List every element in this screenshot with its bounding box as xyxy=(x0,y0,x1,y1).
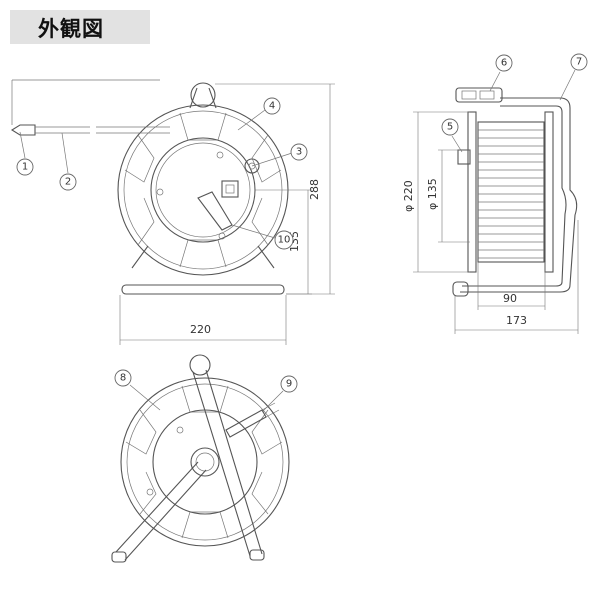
hub-height-dim-line xyxy=(255,189,312,295)
front-screw xyxy=(218,232,226,240)
front-hub xyxy=(150,137,256,243)
front-stand-base xyxy=(121,284,285,295)
callout-bubbles: 1 2 3 4 5 6 7 8 9 10 xyxy=(16,53,588,393)
leader-4 xyxy=(237,109,266,131)
leader-7 xyxy=(559,69,576,101)
side-handle-frame xyxy=(460,97,578,293)
side-cable-drum xyxy=(477,121,545,263)
side-drum-dia-line xyxy=(413,111,470,273)
front-screw xyxy=(216,151,224,159)
callout-10: 10 xyxy=(274,230,294,250)
front-hub-inner xyxy=(155,142,251,238)
rear-foot xyxy=(249,549,265,561)
rear-cable-end xyxy=(261,402,280,418)
side-core-width-label: 90 xyxy=(503,292,517,305)
front-width-dim-line xyxy=(119,295,287,345)
front-height-label: 288 xyxy=(308,179,321,200)
side-core-width-line xyxy=(477,262,546,310)
rear-axle-inner xyxy=(195,452,215,472)
leader-1 xyxy=(19,131,26,159)
side-drum-dia-label: φ 220 xyxy=(402,180,415,212)
svg-text:1: 1 xyxy=(22,162,28,173)
callout-5: 5 xyxy=(441,118,459,136)
side-total-width-line xyxy=(454,220,579,334)
front-screw xyxy=(156,188,164,196)
svg-text:9: 9 xyxy=(286,379,292,390)
svg-text:3: 3 xyxy=(296,147,302,158)
rear-hub xyxy=(152,409,258,515)
svg-text:4: 4 xyxy=(269,101,275,112)
side-left-flange xyxy=(467,111,477,273)
page-title: 外観図 xyxy=(38,17,104,41)
rear-axle-cap xyxy=(190,447,220,477)
rear-frame-brace xyxy=(115,461,207,561)
front-handle-knob xyxy=(190,82,216,108)
svg-text:5: 5 xyxy=(447,122,453,133)
side-outlet-socket xyxy=(479,90,495,100)
leader-6 xyxy=(489,71,501,92)
side-core-dia-label: φ 135 xyxy=(426,178,439,210)
leader-9 xyxy=(261,390,284,413)
front-crank xyxy=(197,191,233,231)
rear-foot xyxy=(111,551,127,563)
leader-3 xyxy=(251,152,293,167)
leader-5 xyxy=(451,135,463,153)
front-cable xyxy=(35,126,170,134)
rear-screw xyxy=(176,426,184,434)
callout-6: 6 xyxy=(495,54,513,72)
side-handle-frame-inner xyxy=(462,105,567,287)
rear-flange-outer xyxy=(120,377,290,547)
front-spokes xyxy=(124,112,282,268)
leader-10 xyxy=(231,224,276,239)
svg-text:6: 6 xyxy=(501,58,507,69)
front-outlet-slot xyxy=(225,184,235,194)
rear-handle-knob xyxy=(189,354,211,376)
callout-2: 2 xyxy=(59,173,77,191)
front-stand-legs xyxy=(131,245,275,269)
side-cable-windings xyxy=(478,129,544,259)
front-breaker xyxy=(244,158,260,174)
callout-1: 1 xyxy=(16,158,34,176)
callout-9: 9 xyxy=(280,375,298,393)
front-breaker-center xyxy=(248,162,256,170)
front-outlet xyxy=(221,180,239,198)
side-view xyxy=(452,87,578,297)
front-dimensions: 220 288 135 xyxy=(119,83,335,345)
rear-frame-bar xyxy=(192,369,263,557)
rear-cable-stopper xyxy=(225,409,267,438)
front-plug xyxy=(10,124,36,136)
side-total-width-label: 173 xyxy=(506,314,527,327)
leader-2 xyxy=(61,132,69,174)
rear-screw xyxy=(146,488,154,496)
side-dimensions: φ 220 φ 135 90 173 xyxy=(402,111,579,334)
front-view xyxy=(10,79,289,295)
callout-3: 3 xyxy=(290,143,308,161)
callout-8: 8 xyxy=(114,369,132,387)
side-stand-foot xyxy=(452,281,469,297)
callout-7: 7 xyxy=(570,53,588,71)
leader-8 xyxy=(129,384,161,411)
front-width-label: 220 xyxy=(190,323,211,336)
rear-flange-rim xyxy=(126,383,284,541)
svg-text:7: 7 xyxy=(576,57,582,68)
side-outlet-socket xyxy=(461,90,477,100)
side-right-flange xyxy=(544,111,554,273)
callout-leaders xyxy=(19,69,576,413)
side-core-dia-line xyxy=(438,149,470,243)
front-handle-posts xyxy=(189,87,217,109)
rear-view xyxy=(111,354,290,563)
title-banner: 外観図 xyxy=(10,10,150,44)
callout-4: 4 xyxy=(263,97,281,115)
svg-text:10: 10 xyxy=(278,235,291,246)
svg-text:2: 2 xyxy=(65,177,71,188)
svg-text:8: 8 xyxy=(120,373,126,384)
side-outlet-block xyxy=(455,87,503,103)
